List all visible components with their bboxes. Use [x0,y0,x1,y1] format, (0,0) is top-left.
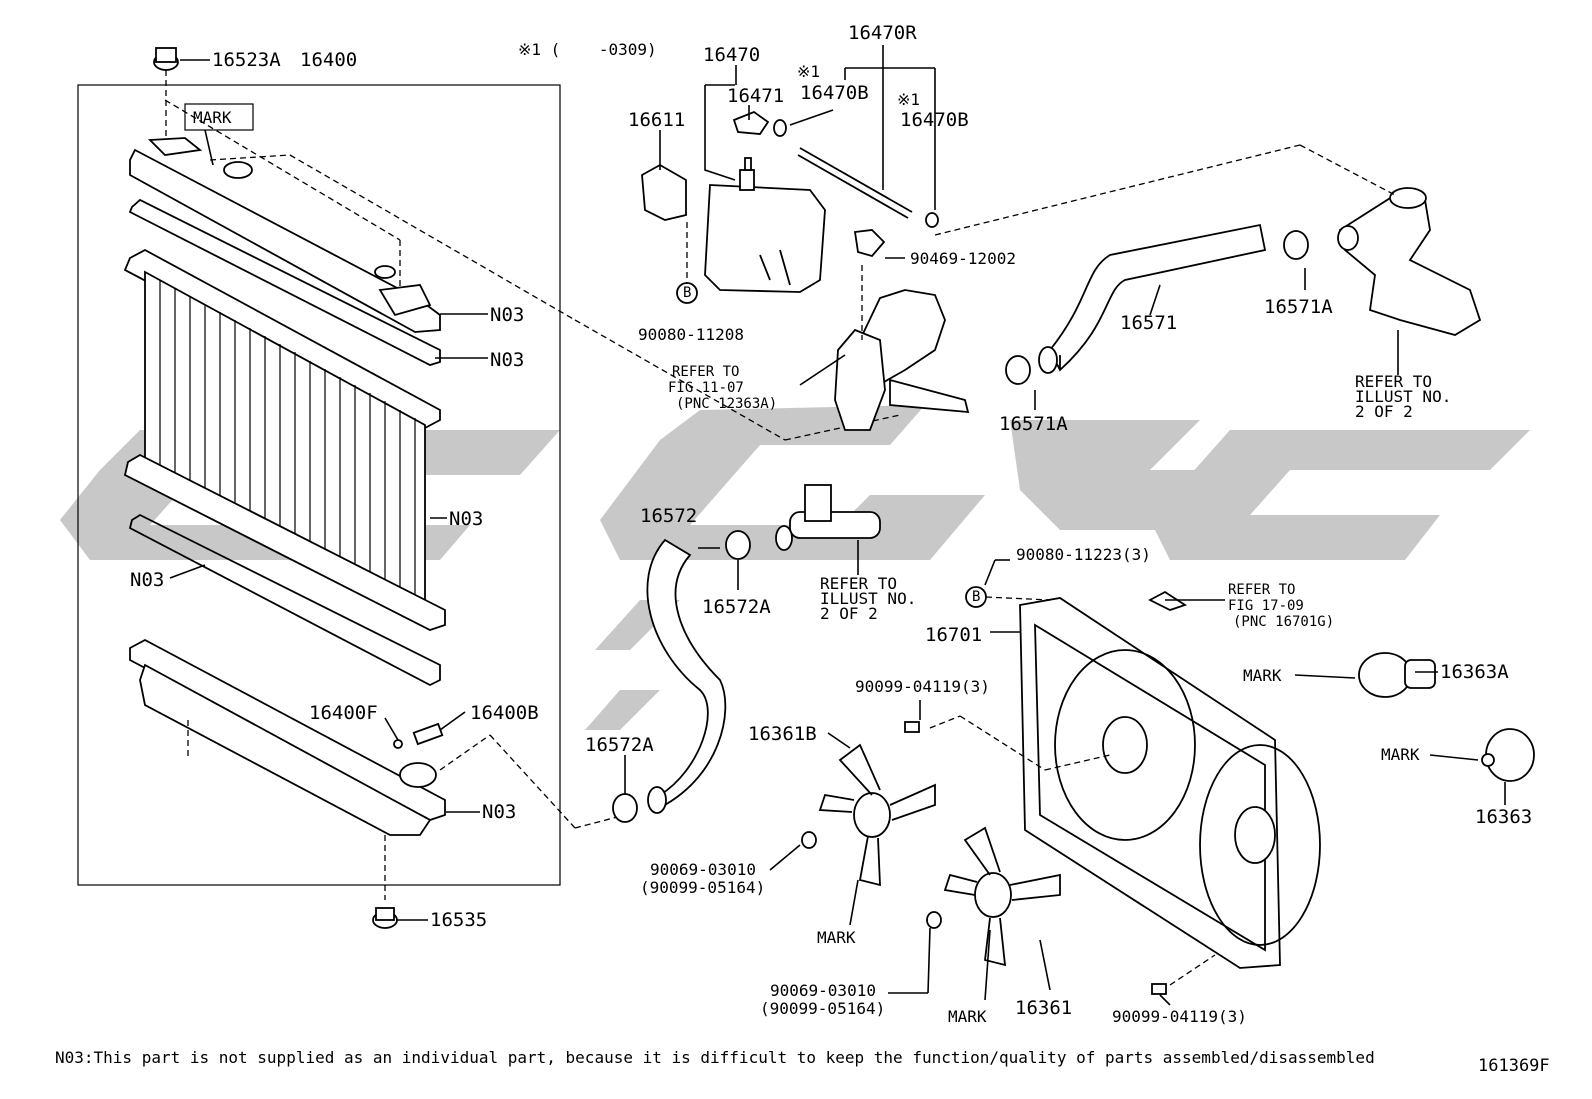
radiator-dashed [164,70,901,900]
callout-16572A: 16572A [585,734,654,756]
callout-n03: N03 [490,304,525,326]
mark-label: MARK [948,1007,987,1026]
callout-16470B: 16470B [900,109,969,131]
callout-16471: 16471 [727,85,785,107]
callout-16470: 16470 [703,44,761,66]
overflow-hose-16470R [797,147,913,219]
fan-16361B [818,743,936,887]
mark-label: MARK [193,108,232,127]
radiator-cap-16523A [153,47,179,71]
upper-gasket [128,198,441,366]
refer-text: (PNC 16701G) [1233,614,1335,630]
callout-90099-05164: (90099-05164) [640,878,766,897]
reference-b-letter: B [683,285,692,301]
mark-label: MARK [1243,666,1282,685]
middle-right-leaders [624,45,1506,1006]
hose-clamp-16572A [612,530,751,823]
callout-16470B: 16470B [800,82,869,104]
clip-16470B [773,119,939,228]
refer-text: (PNC 12363A) [676,396,778,412]
callout-16363: 16363 [1475,806,1533,828]
callout-16400: 16400 [300,49,358,71]
fan-motor-16363A [1358,652,1436,698]
lower-gasket [128,513,441,687]
star-note: ※1 [797,62,821,81]
middle-right-dashed [686,144,1396,986]
radiator-leaders [169,59,488,921]
callout-16361: 16361 [1015,997,1073,1019]
callout-16363A: 16363A [1440,661,1509,683]
callout-16701: 16701 [925,624,983,646]
upper-tank [129,137,441,333]
engine-mount [834,289,970,431]
refer-text: 2 OF 2 [820,604,878,623]
mark-label: MARK [817,928,856,947]
callout-16400B: 16400B [470,702,539,724]
radiator-hose-16571 [1038,223,1267,374]
callout-n03: N03 [449,508,484,530]
callout-16572A: 16572A [702,596,771,618]
reservoir-cap-16471 [732,110,770,135]
reservoir-tank-16470 [704,157,826,293]
mark-label: MARK [1381,745,1420,764]
refer-text: 2 OF 2 [1355,402,1413,421]
fan-shroud-16701 [1019,597,1321,969]
refer-text: REFER TO [1228,582,1296,598]
refer-part-shape [1148,590,1188,611]
callout-n03: N03 [490,349,525,371]
footnote: N03:This part is not supplied as an indi… [55,1048,1375,1067]
fan-16361 [943,826,1061,967]
refer-text: FIG 11-07 [668,380,744,396]
watermark-logo [60,405,1530,730]
fan-motor-16363 [1481,728,1535,782]
star-note: ※1 [897,90,921,109]
refer-text: ILLUST NO. [1355,387,1452,406]
callout-90099-04119: 90099-04119(3) [855,677,990,696]
callout-16400F: 16400F [309,702,378,724]
callout-16571A: 16571A [999,413,1068,435]
refer-text: FIG 17-09 [1228,598,1304,614]
refer-text: REFER TO [820,574,898,593]
callout-16572: 16572 [640,505,698,527]
water-outlet [1337,187,1482,336]
callout-16571: 16571 [1120,312,1178,334]
drain-cock-16535 [372,907,398,929]
lower-hose-16572 [646,538,727,814]
callout-90069-03010: 90069-03010 [650,860,756,879]
bolt-and-nuts [801,721,1167,995]
callout-16611: 16611 [628,109,686,131]
figure-number: 161369F [1478,1056,1550,1076]
radiator-group-frame [77,84,561,886]
clamp-90469 [853,229,886,258]
callout-16470R: 16470R [848,22,917,44]
reference-b-letter: B [972,589,981,605]
callout-90080-11223: 90080-11223(3) [1016,545,1151,564]
callout-16523A: 16523A [212,49,281,71]
callout-90080-11208: 90080-11208 [638,325,744,344]
refer-text: ILLUST NO. [820,589,917,608]
water-inlet-pipe [775,484,881,551]
refer-text: REFER TO [1355,372,1433,391]
refer-text: REFER TO [672,364,740,380]
callout-16535: 16535 [430,909,488,931]
callout-n03: N03 [130,569,165,591]
callout-16571A: 16571A [1264,296,1333,318]
callout-90069-03010: 90069-03010 [770,981,876,1000]
callout-16361B: 16361B [748,723,817,745]
bracket-16611 [641,163,687,221]
callout-90099-05164: (90099-05164) [760,999,886,1018]
radiator-core [123,248,446,631]
callout-90469-12002: 90469-12002 [910,249,1016,268]
drain-plug-16400B [393,722,444,749]
mark-box [184,103,254,131]
callout-90099-04119: 90099-04119(3) [1112,1007,1247,1026]
date-note: ※1 ( -0309) [518,40,657,59]
hose-clamp-16571A [1005,230,1309,385]
callout-n03: N03 [482,801,517,823]
lower-tank [129,638,446,836]
